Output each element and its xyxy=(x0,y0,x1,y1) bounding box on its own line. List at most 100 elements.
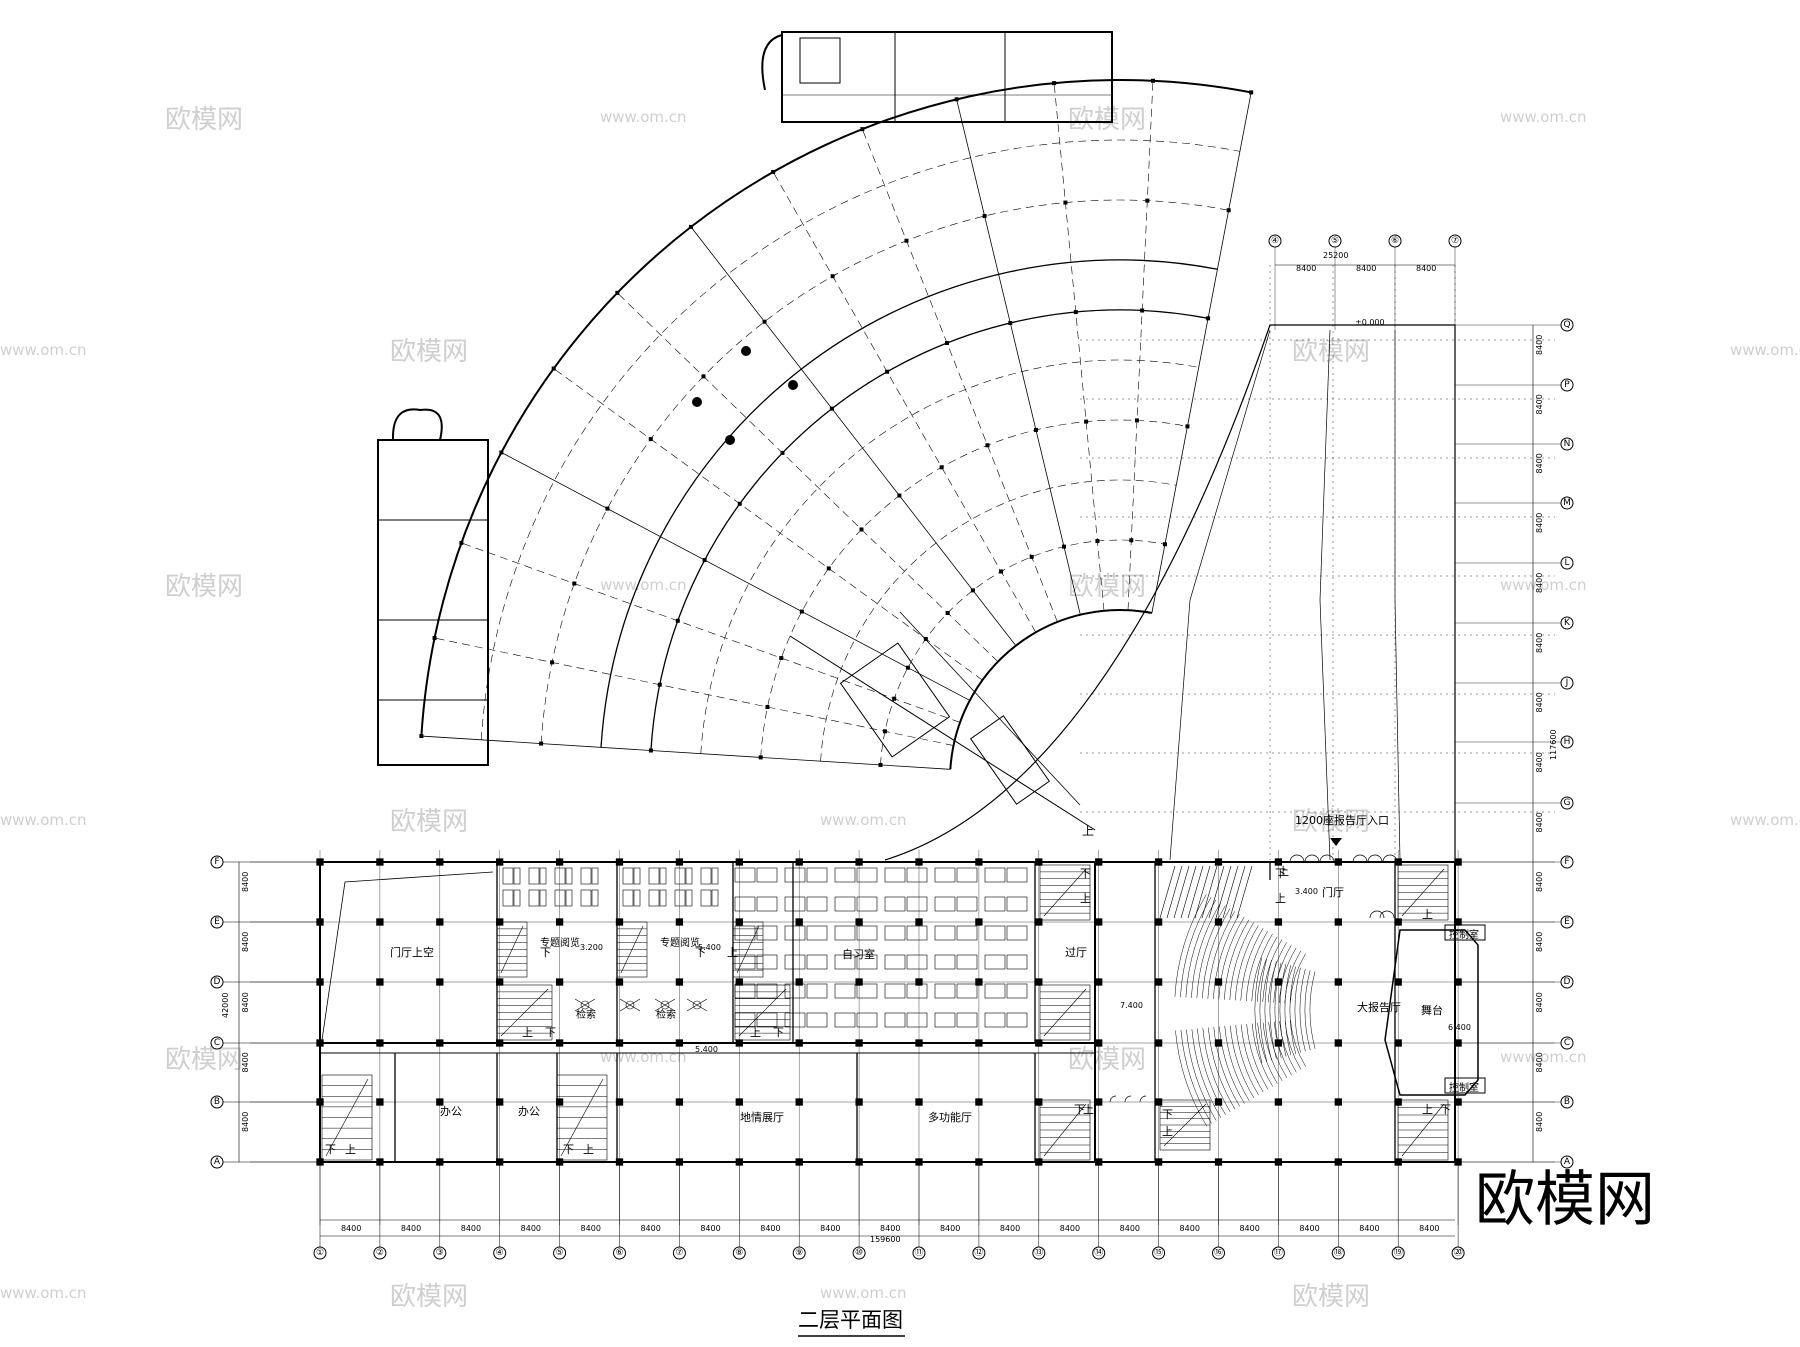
right-total: 117600 xyxy=(1549,729,1558,760)
svg-text:F: F xyxy=(214,857,219,867)
watermark: 欧模网 xyxy=(1068,572,1146,602)
svg-text:8400: 8400 xyxy=(1535,453,1544,473)
svg-text:8400: 8400 xyxy=(1060,1224,1080,1233)
svg-text:www.om.cn: www.om.cn xyxy=(1500,1048,1587,1066)
svg-text:8400: 8400 xyxy=(1296,264,1316,273)
svg-text:⑳: ⑳ xyxy=(1454,1247,1463,1258)
room-stage: 舞台 xyxy=(1421,1003,1443,1017)
svg-text:上: 上 xyxy=(1422,908,1433,921)
svg-text:8400: 8400 xyxy=(241,1112,250,1132)
svg-text:www.om.cn: www.om.cn xyxy=(0,811,87,829)
watermark: 欧模网 xyxy=(390,1282,468,1312)
svg-text:上: 上 xyxy=(1422,1103,1433,1116)
svg-text:⑩: ⑩ xyxy=(855,1248,863,1258)
svg-text:F: F xyxy=(1564,857,1569,867)
room-reading-1: 专题阅览 xyxy=(540,936,580,949)
svg-text:⑲: ⑲ xyxy=(1394,1247,1403,1258)
svg-text:M: M xyxy=(1563,498,1571,508)
svg-text:8400: 8400 xyxy=(1535,633,1544,653)
svg-text:8400: 8400 xyxy=(1356,264,1376,273)
svg-text:8400: 8400 xyxy=(820,1224,840,1233)
svg-text:下: 下 xyxy=(1074,1103,1085,1116)
svg-text:下: 下 xyxy=(540,946,551,959)
svg-text:E: E xyxy=(214,917,220,927)
svg-text:8400: 8400 xyxy=(1535,573,1544,593)
room-control-1: 控制室 xyxy=(1449,928,1479,941)
total-length: 159600 xyxy=(870,1235,901,1244)
svg-text:上: 上 xyxy=(1083,1103,1094,1116)
svg-text:上: 上 xyxy=(1080,892,1091,905)
svg-text:8400: 8400 xyxy=(1535,335,1544,355)
room-office-2: 办公 xyxy=(518,1105,540,1118)
svg-text:8400: 8400 xyxy=(1419,1224,1439,1233)
room-search-1: 检索 xyxy=(576,1008,596,1021)
svg-text:8400: 8400 xyxy=(1535,812,1544,832)
svg-text:上: 上 xyxy=(750,1026,761,1039)
svg-text:J: J xyxy=(1565,678,1569,688)
svg-text:8400: 8400 xyxy=(1535,752,1544,772)
watermark: 欧模网 xyxy=(1292,337,1370,367)
svg-text:⑥: ⑥ xyxy=(615,1248,623,1258)
svg-text:G: G xyxy=(1564,798,1571,808)
svg-text:H: H xyxy=(1564,737,1571,747)
svg-text:下: 下 xyxy=(563,1143,574,1156)
svg-text:B: B xyxy=(214,1097,220,1107)
watermark: 欧模网 xyxy=(165,572,243,602)
room-foyer: 门厅 xyxy=(1322,885,1344,899)
svg-text:7.400: 7.400 xyxy=(1120,1001,1143,1010)
svg-text:www.om.cn: www.om.cn xyxy=(820,1284,907,1302)
svg-text:www.om.cn: www.om.cn xyxy=(1730,341,1800,359)
room-control-2: 控制室 xyxy=(1449,1081,1479,1094)
svg-text:www.om.cn: www.om.cn xyxy=(600,108,687,126)
svg-text:8400: 8400 xyxy=(1535,1052,1544,1072)
svg-text:8400: 8400 xyxy=(1535,692,1544,712)
svg-text:8400: 8400 xyxy=(1535,992,1544,1012)
svg-text:8400: 8400 xyxy=(1535,932,1544,952)
room-multi: 多功能厅 xyxy=(928,1110,972,1124)
svg-text:www.om.cn: www.om.cn xyxy=(0,1284,87,1302)
main-block xyxy=(250,850,1555,1225)
svg-text:8400: 8400 xyxy=(1120,1224,1140,1233)
svg-text:下: 下 xyxy=(325,1143,336,1156)
svg-text:8400: 8400 xyxy=(1535,872,1544,892)
stair-marks: 下 下 上 上 下 上 下 下 上 下 上 上 上 下 上 下 上 下 上 下 … xyxy=(325,865,1451,1156)
svg-text:⑰: ⑰ xyxy=(1274,1247,1283,1258)
watermark: 欧模网 xyxy=(1068,1045,1146,1075)
svg-text:www.om.cn: www.om.cn xyxy=(600,1048,687,1066)
svg-text:⑤: ⑤ xyxy=(1331,236,1339,246)
watermark: 欧模网 xyxy=(165,1045,243,1075)
svg-text:A: A xyxy=(1564,1157,1571,1167)
svg-text:5.400: 5.400 xyxy=(695,1045,718,1054)
svg-text:⑯: ⑯ xyxy=(1214,1247,1223,1258)
drawing-title: 二层平面图 xyxy=(798,1308,903,1332)
room-lobby-void: 门厅上空 xyxy=(390,945,434,959)
svg-text:⑱: ⑱ xyxy=(1334,1247,1343,1258)
svg-text:上: 上 xyxy=(1278,865,1289,878)
elevation-label: ±0.000 xyxy=(1355,318,1385,327)
curved-wing: 上 xyxy=(377,31,1254,838)
svg-text:A: A xyxy=(214,1157,221,1167)
svg-text:www.om.cn: www.om.cn xyxy=(1500,108,1587,126)
svg-text:8400: 8400 xyxy=(940,1224,960,1233)
svg-text:B: B xyxy=(1564,1097,1570,1107)
svg-text:www.om.cn: www.om.cn xyxy=(1500,576,1587,594)
svg-text:D: D xyxy=(214,977,221,987)
svg-text:⑧: ⑧ xyxy=(735,1248,743,1258)
room-study: 自习室 xyxy=(842,947,875,961)
svg-text:8400: 8400 xyxy=(1299,1224,1319,1233)
svg-text:www.om.cn: www.om.cn xyxy=(1730,811,1800,829)
svg-text:①: ① xyxy=(316,1248,324,1258)
svg-text:⑨: ⑨ xyxy=(795,1248,803,1258)
svg-text:E: E xyxy=(1564,917,1570,927)
hall-width: 25200 xyxy=(1323,251,1348,260)
svg-text:⑪: ⑪ xyxy=(914,1247,923,1258)
svg-text:上: 上 xyxy=(345,1143,356,1156)
svg-text:8400: 8400 xyxy=(1359,1224,1379,1233)
svg-text:8400: 8400 xyxy=(401,1224,421,1233)
drawing-title-group: 二层平面图 xyxy=(798,1308,905,1337)
svg-text:8400: 8400 xyxy=(1239,1224,1259,1233)
svg-text:下: 下 xyxy=(1080,867,1091,880)
svg-text:8400: 8400 xyxy=(640,1224,660,1233)
svg-text:8400: 8400 xyxy=(241,1052,250,1072)
